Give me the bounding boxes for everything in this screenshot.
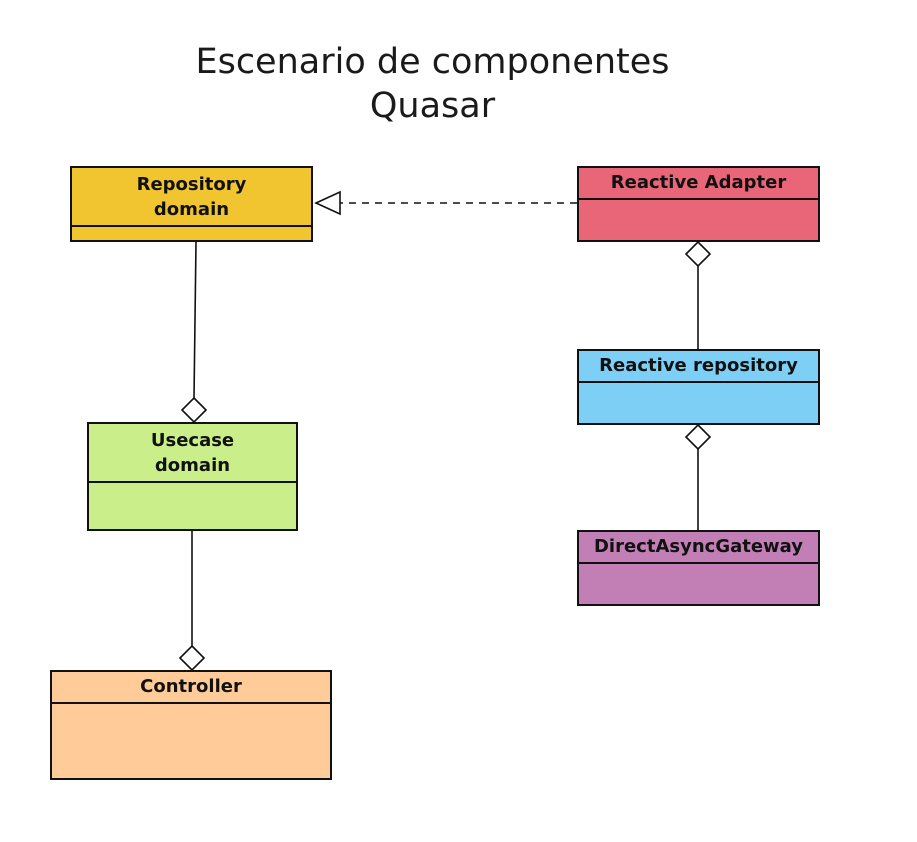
class-controller-name: Controller <box>140 676 242 697</box>
class-usecase-domain-header: Usecase domain <box>89 424 296 483</box>
class-repository-domain-name-line-1: Repository <box>136 174 247 195</box>
class-reactive-repository-name: Reactive repository <box>599 355 798 376</box>
class-usecase-domain-name-line-1: Usecase <box>150 430 235 451</box>
title-line-2: Quasar <box>369 86 496 126</box>
class-reactive-adapter-header: Reactive Adapter <box>579 168 818 200</box>
class-repository-domain-header: Repository domain <box>72 168 311 227</box>
class-reactive-adapter[interactable]: Reactive Adapter <box>577 166 820 242</box>
class-usecase-domain[interactable]: Usecase domain <box>87 422 298 531</box>
title-line-1: Escenario de componentes <box>195 42 670 82</box>
edge-aggregation-repository-domain-usecase-domain[interactable] <box>180 241 208 424</box>
class-direct-async-gateway-header: DirectAsyncGateway <box>579 532 818 564</box>
edge-aggregation-reactive-repository-reactive-adapter[interactable] <box>684 240 712 349</box>
class-repository-domain[interactable]: Repository domain <box>70 166 313 242</box>
edge-aggregation-usecase-domain-controller[interactable] <box>178 530 206 672</box>
class-direct-async-gateway-name: DirectAsyncGateway <box>593 536 804 557</box>
edge-aggregation-direct-async-gateway-reactive-repository[interactable] <box>684 423 712 530</box>
diagram-title: Escenario de componentes Quasar <box>0 40 865 128</box>
class-controller[interactable]: Controller <box>50 670 332 780</box>
class-repository-domain-name-line-2: domain <box>153 199 230 220</box>
class-usecase-domain-name-line-2: domain <box>154 455 231 476</box>
edge-realization-reactive-adapter-to-repository-domain[interactable] <box>314 190 577 216</box>
class-reactive-repository[interactable]: Reactive repository <box>577 349 820 425</box>
class-controller-header: Controller <box>52 672 330 704</box>
class-reactive-adapter-name: Reactive Adapter <box>610 172 787 193</box>
class-reactive-repository-header: Reactive repository <box>579 351 818 383</box>
class-direct-async-gateway[interactable]: DirectAsyncGateway <box>577 530 820 606</box>
